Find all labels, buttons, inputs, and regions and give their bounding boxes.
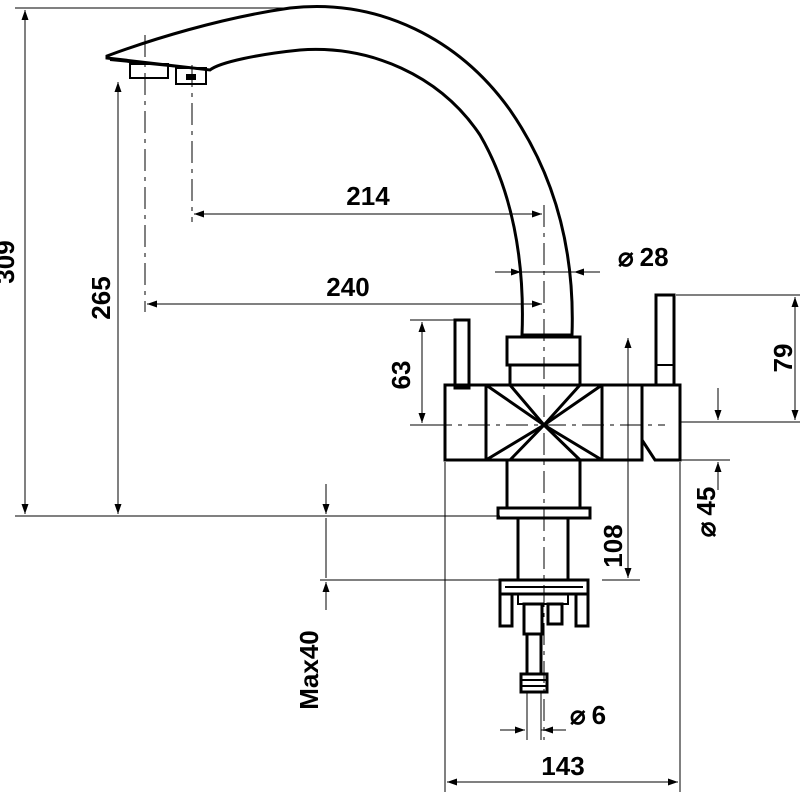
dim-spout-height: 265 [86, 82, 122, 514]
diameter-symbol-6: ⌀ [570, 700, 586, 730]
dim-label-max40: Max40 [294, 630, 324, 710]
dim-label-45: 45 [691, 487, 721, 516]
dim-label-28: 28 [640, 242, 669, 272]
dim-side-diameter: ⌀ 45 [680, 388, 730, 537]
right-handle [654, 293, 676, 387]
diameter-symbol-45: ⌀ [691, 521, 721, 537]
svg-text:⌀6: ⌀6 [570, 700, 606, 730]
dim-left-handle: 63 [386, 319, 455, 426]
dim-shank-length: 108 [598, 338, 640, 581]
dim-label-6: 6 [592, 700, 606, 730]
dim-reach-outer: 240 [147, 272, 542, 308]
dim-label-265: 265 [86, 276, 116, 319]
dim-label-240: 240 [326, 272, 369, 302]
faucet-body [443, 335, 682, 520]
dim-body-diameter: ⌀28 [495, 242, 669, 276]
dim-max-counter: Max40 [294, 484, 500, 710]
dim-reach-inner: 214 [194, 181, 542, 218]
svg-text:⌀45: ⌀ 45 [691, 487, 721, 538]
hose [525, 632, 543, 676]
svg-text:⌀28: ⌀28 [618, 242, 669, 272]
dim-hose-diameter: ⌀6 [500, 692, 606, 740]
mounting-shank [498, 516, 590, 694]
dim-label-214: 214 [346, 181, 390, 211]
filter-outlet [175, 67, 207, 85]
dim-body-width: 143 [444, 462, 681, 792]
dim-total-height: 309 [0, 7, 500, 517]
spout [105, 5, 574, 337]
dim-right-handle: 79 [676, 294, 800, 423]
dim-label-79: 79 [768, 344, 798, 373]
left-handle [453, 318, 471, 390]
dim-label-108: 108 [598, 524, 628, 567]
dim-label-309: 309 [0, 240, 20, 283]
dim-label-143: 143 [541, 751, 584, 781]
aerator [129, 63, 169, 79]
diameter-symbol-28: ⌀ [618, 242, 634, 272]
hose-fitting [519, 672, 549, 694]
dim-label-63: 63 [386, 361, 416, 390]
